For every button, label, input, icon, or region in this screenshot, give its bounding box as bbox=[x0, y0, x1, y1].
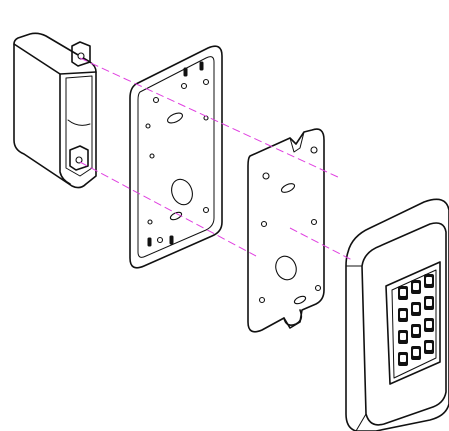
keypad-key-face bbox=[426, 321, 432, 328]
keypad-key-face bbox=[400, 333, 406, 340]
alignment-line-keypad bbox=[289, 227, 353, 261]
box-bottom-ear bbox=[69, 145, 89, 171]
adapter-plate bbox=[247, 128, 325, 333]
keypad-key-face bbox=[426, 343, 432, 350]
keypad-key-face bbox=[426, 299, 432, 306]
keypad-key-face bbox=[400, 311, 406, 318]
keypad-key-face bbox=[400, 289, 406, 296]
keypad-key-face bbox=[413, 283, 419, 290]
box-top-ear bbox=[71, 41, 91, 67]
keypad-key-face bbox=[413, 305, 419, 312]
alignment-line-top bbox=[79, 57, 341, 179]
back-mounting-plate bbox=[129, 45, 223, 269]
alignment-lines bbox=[79, 57, 353, 261]
keypad-key-face bbox=[400, 355, 406, 362]
keypad-unit bbox=[345, 198, 449, 431]
keypad-key-face bbox=[413, 349, 419, 356]
keypad-key-face bbox=[426, 277, 432, 284]
keypad-keys bbox=[398, 274, 434, 366]
alignment-line-bottom bbox=[79, 161, 257, 257]
electrical-box bbox=[13, 32, 97, 189]
keypad-key-face bbox=[413, 327, 419, 334]
